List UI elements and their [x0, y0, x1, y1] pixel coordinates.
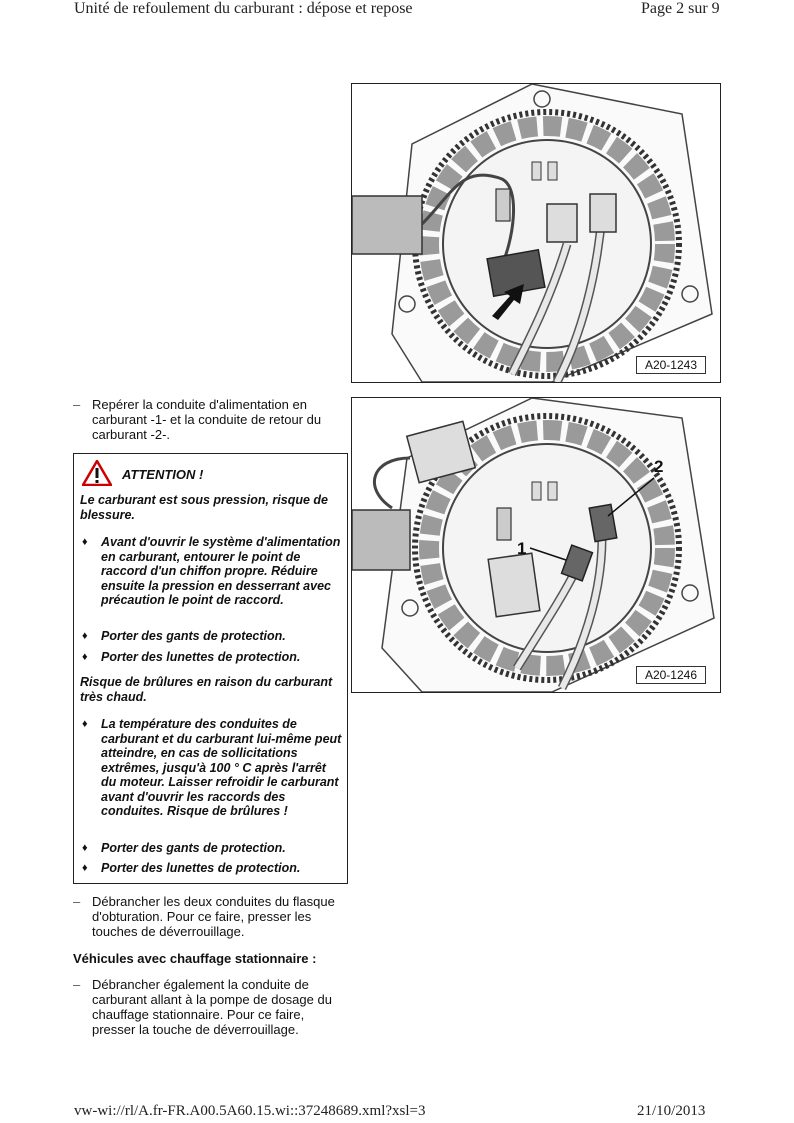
warning-list-item: ♦ Porter des gants de protection. [82, 629, 286, 643]
page-title: Unité de refoulement du carburant : dépo… [74, 0, 413, 17]
figure-fuel-pump-connector: A20-1243 [351, 83, 721, 383]
warning-paragraph: Le carburant est sous pression, risque d… [80, 493, 328, 522]
fuel-pump-illustration-1 [352, 84, 713, 382]
step-text: Débrancher les deux conduites du flasque… [92, 894, 335, 939]
step-item: – Débrancher également la conduite de ca… [73, 977, 345, 1037]
section-subheading: Véhicules avec chauffage stationnaire : [73, 951, 317, 966]
callout-1: 1 [517, 539, 527, 558]
footer-date: 21/10/2013 [637, 1103, 706, 1119]
bullet-icon: ♦ [82, 862, 88, 874]
bullet-icon: ♦ [82, 842, 88, 854]
figure-2-label: A20-1246 [635, 666, 706, 684]
warning-list-item: ♦ La température des conduites de carbur… [82, 717, 342, 818]
bullet-icon: ♦ [82, 651, 88, 663]
warning-list-item: ♦ Porter des gants de protection. [82, 841, 286, 855]
step-dash: – [73, 894, 81, 909]
step-item: – Débrancher les deux conduites du flasq… [73, 894, 345, 939]
bullet-icon: ♦ [82, 718, 88, 730]
bullet-icon: ♦ [82, 630, 88, 642]
fuel-pump-illustration-2 [352, 398, 715, 692]
step-text: Débrancher également la conduite de carb… [92, 977, 332, 1037]
page-number: Page 2 sur 9 [641, 0, 720, 17]
step-item: – Repérer la conduite d'alimentation en … [73, 397, 343, 442]
callout-2: 2 [654, 457, 664, 476]
footer-url: vw-wi://rl/A.fr-FR.A00.5A60.15.wi::37248… [74, 1103, 426, 1119]
warning-paragraph: Risque de brûlures en raison du carburan… [80, 675, 333, 704]
warning-list-item: ♦ Porter des lunettes de protection. [82, 650, 301, 664]
warning-list-item: ♦ Avant d'ouvrir le système d'alimentati… [82, 535, 341, 607]
step-dash: – [73, 977, 81, 992]
bullet-icon: ♦ [82, 536, 88, 548]
figure-1-label: A20-1243 [635, 356, 706, 374]
warning-list-item: ♦ Porter des lunettes de protection. [82, 861, 301, 875]
step-text: Repérer la conduite d'alimentation en ca… [92, 397, 322, 442]
warning-box: ATTENTION ! Le carburant est sous pressi… [73, 453, 348, 884]
figure-fuel-lines: 1 2 A20-1246 [351, 397, 721, 693]
step-dash: – [73, 397, 81, 412]
warning-triangle-icon [82, 460, 112, 486]
warning-title: ATTENTION ! [122, 467, 204, 482]
